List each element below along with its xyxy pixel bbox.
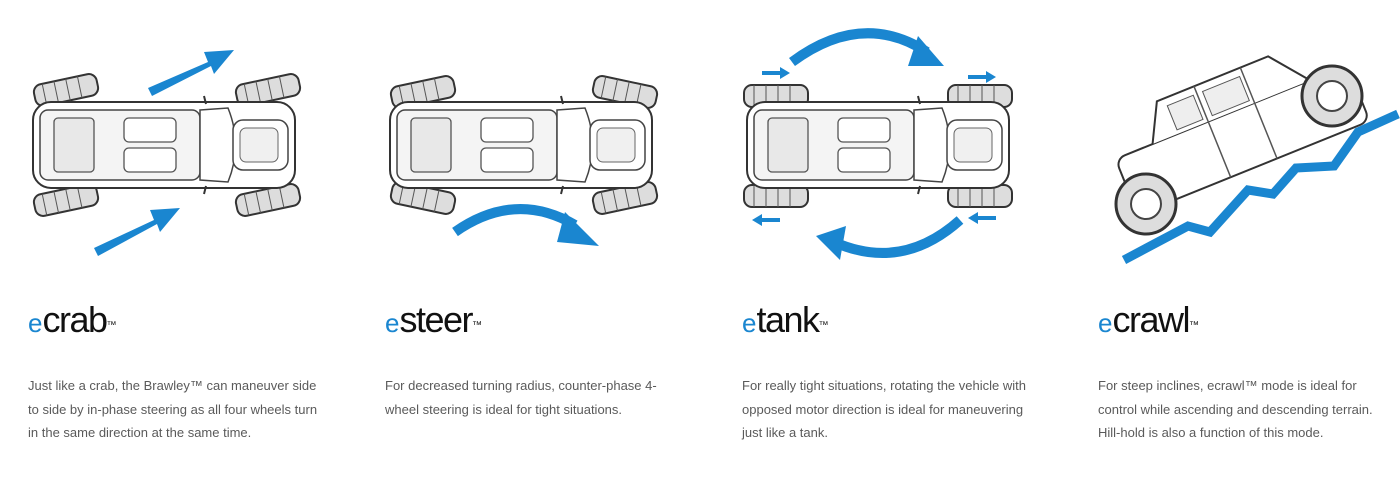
mode-etank: etank™ For really tight situations, rota… — [742, 0, 1082, 481]
mode-description: For steep inclines, ecrawl™ mode is idea… — [1098, 378, 1373, 440]
mode-title: esteer™ — [385, 299, 483, 340]
crawl-mode-illustration — [1114, 55, 1400, 264]
mode-description: For really tight situations, rotating th… — [742, 378, 1026, 440]
mode-ecrab: ecrab™ Just like a crab, the Brawley™ ca… — [28, 0, 368, 481]
curved-arrow-icon — [789, 28, 944, 67]
curved-arrow-icon — [816, 216, 964, 260]
arrow-icon — [148, 50, 234, 96]
mode-title: etank™ — [742, 299, 829, 340]
steer-mode-illustration — [388, 73, 660, 246]
tank-mode-illustration — [743, 28, 1013, 260]
curved-arrow-icon — [452, 204, 599, 246]
wheel-icon — [1114, 172, 1178, 236]
mode-esteer: esteer™ For decreased turning radius, co… — [385, 0, 725, 481]
mode-description: For decreased turning radius, counter-ph… — [385, 378, 657, 417]
arrow-icon — [94, 208, 180, 256]
mode-title: ecrawl™ — [1098, 299, 1199, 340]
mode-title: ecrab™ — [28, 299, 117, 340]
small-arrow-icons — [752, 67, 996, 226]
mode-description: Just like a crab, the Brawley™ can maneu… — [28, 378, 318, 440]
mode-ecrawl: ecrawl™ For steep inclines, ecrawl™ mode… — [1098, 0, 1400, 481]
wheel-icon — [1300, 64, 1364, 128]
crab-mode-illustration — [31, 50, 303, 256]
